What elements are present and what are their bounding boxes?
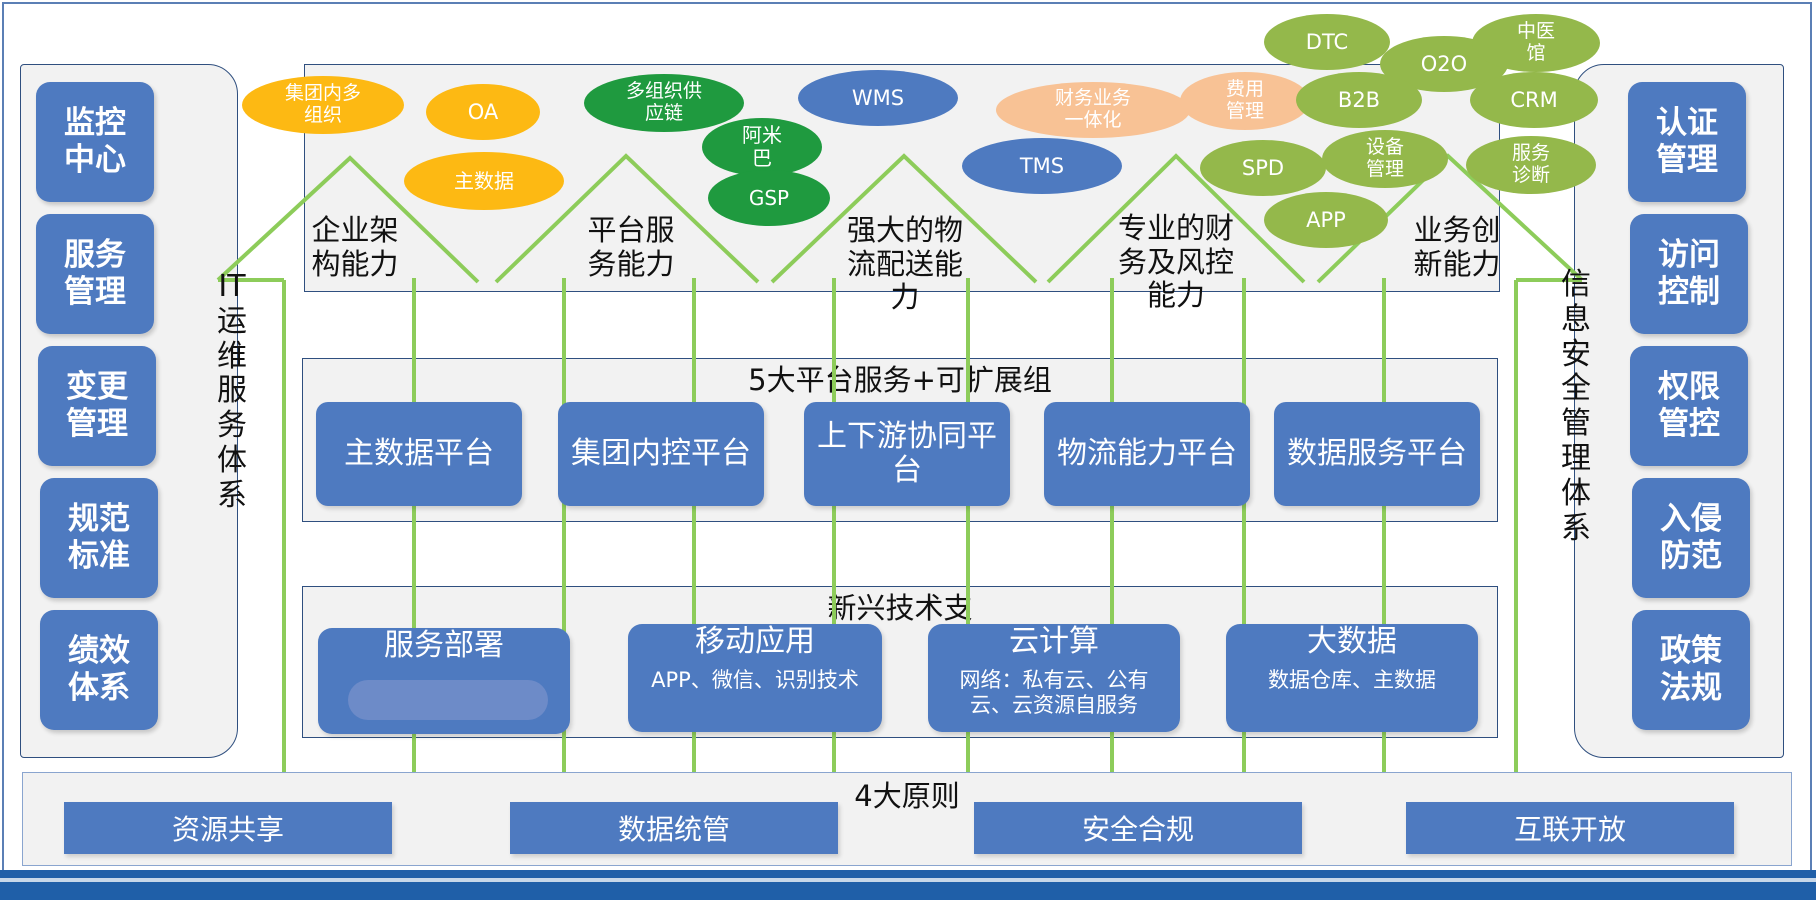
ellipse-spd: SPD: [1200, 140, 1326, 196]
platform-group-internal-control: 集团内控平台: [558, 402, 764, 506]
ops-item-change-management: 变更管理: [38, 346, 156, 466]
sec-item-access-control: 访问控制: [1630, 214, 1748, 334]
security-vertical-label: 信息安全管理体系: [1561, 267, 1591, 546]
tech-mobile-app-title: 移动应用: [695, 624, 815, 659]
platform-master-data: 主数据平台: [316, 402, 522, 506]
tech-cloud-computing: 云计算 网络：私有云、公有云、云资源自服务: [928, 624, 1180, 732]
principle-resource-sharing: 资源共享: [64, 802, 392, 854]
ellipse-amiba: 阿米巴: [702, 118, 822, 176]
ellipse-multi-org-supply-chain: 多组织供应链: [584, 74, 744, 132]
bottom-bar: [0, 870, 1816, 900]
principle-data-governance: 数据统管: [510, 802, 838, 854]
ellipse-master-data: 主数据: [404, 152, 564, 210]
tech-big-data: 大数据 数据仓库、主数据: [1226, 624, 1478, 732]
ellipse-b2b: B2B: [1296, 72, 1422, 128]
ellipse-service-diagnosis: 服务诊断: [1466, 136, 1596, 194]
ellipse-dtc: DTC: [1264, 14, 1390, 70]
sec-item-intrusion-prevention: 入侵防范: [1632, 478, 1750, 598]
tech-service-deployment-title: 服务部署: [384, 628, 504, 663]
ellipse-group-multi-org: 集团内多组织: [242, 76, 404, 134]
ellipse-wms: WMS: [798, 70, 958, 126]
ellipse-crm: CRM: [1470, 72, 1598, 128]
tech-mobile-app: 移动应用 APP、微信、识别技术: [628, 624, 882, 732]
ops-item-performance: 绩效体系: [40, 610, 158, 730]
tech-cloud-computing-title: 云计算: [1009, 624, 1099, 659]
tech-big-data-title: 大数据: [1307, 624, 1397, 659]
ops-item-monitoring-center: 监控中心: [36, 82, 154, 202]
ellipse-finance-integration: 财务业务一体化: [996, 82, 1190, 138]
ops-item-standards: 规范标准: [40, 478, 158, 598]
principles-title: 4大原则: [854, 779, 960, 813]
tech-cloud-computing-sub: 网络：私有云、公有云、云资源自服务: [959, 668, 1149, 718]
emerging-tech-title: 新兴技术支: [827, 591, 973, 625]
ellipse-expense-management: 费用管理: [1180, 72, 1310, 130]
ability-logistics: 强大的物流配送能力: [846, 213, 963, 315]
ellipse-tms: TMS: [962, 138, 1122, 194]
platform-logistics-capability: 物流能力平台: [1044, 402, 1250, 506]
platform-supply-chain-collaboration: 上下游协同平台: [804, 402, 1010, 506]
ellipse-gsp: GSP: [708, 170, 830, 226]
sec-item-policy: 政策法规: [1632, 610, 1750, 730]
ellipse-tcm-clinic: 中医馆: [1472, 14, 1600, 72]
ellipse-equipment-management: 设备管理: [1322, 130, 1448, 188]
principle-security-compliance: 安全合规: [974, 802, 1302, 854]
platform-services-title: 5大平台服务+可扩展组: [748, 363, 1052, 397]
ability-platform-service: 平台服务能力: [587, 213, 675, 281]
tech-mobile-app-sub: APP、微信、识别技术: [651, 668, 859, 692]
tech-service-deployment: 服务部署: [318, 628, 570, 734]
platform-data-service: 数据服务平台: [1274, 402, 1480, 506]
sec-item-authentication: 认证管理: [1628, 82, 1746, 202]
it-ops-vertical-label: IT运维服务体系: [217, 269, 247, 513]
sec-item-permission: 权限管控: [1630, 346, 1748, 466]
ellipse-app: APP: [1264, 192, 1388, 248]
principle-open-interconnection: 互联开放: [1406, 802, 1734, 854]
ability-enterprise-architecture: 企业架构能力: [311, 213, 399, 281]
ability-finance-risk: 专业的财务及风控能力: [1117, 211, 1234, 313]
tech-big-data-sub: 数据仓库、主数据: [1268, 668, 1436, 692]
ellipse-oa: OA: [426, 84, 540, 140]
blurred-subtitle: [348, 680, 548, 720]
ops-item-service-management: 服务管理: [36, 214, 154, 334]
ability-business-innovation: 业务创新能力: [1413, 213, 1501, 281]
